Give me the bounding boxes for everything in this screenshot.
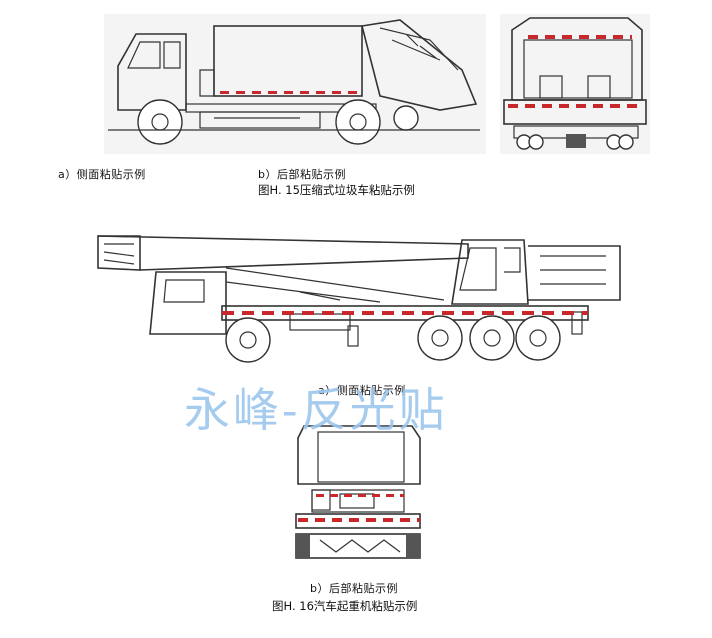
reflective-strip-segment (525, 104, 535, 108)
reflective-strip-segment (542, 104, 552, 108)
reflective-strip-segment (300, 91, 309, 94)
reflective-strip-segment (402, 311, 414, 315)
fig15-side-caption: a）侧面粘贴示例 (58, 168, 146, 181)
reflective-strip-segment (522, 311, 534, 315)
crane-truck-rear-reflective-strips (298, 494, 420, 522)
reflective-strip-segment (383, 518, 393, 522)
reflective-strip-segment (242, 311, 254, 315)
reflective-strip-segment (358, 494, 366, 497)
reflective-strip-segment (562, 35, 572, 39)
reflective-strip-segment (372, 494, 380, 497)
reflective-strip-segment (610, 104, 620, 108)
reflective-strip-segment (482, 311, 494, 315)
fig16-title: 图H. 16汽车起重机粘贴示例 (272, 599, 418, 613)
reflective-strip-segment (627, 104, 637, 108)
reflective-strip-segment (422, 311, 434, 315)
reflective-strip-segment (262, 311, 274, 315)
reflective-strip-segment (322, 311, 334, 315)
reflective-strip-segment (344, 494, 352, 497)
reflective-strip-segment (342, 311, 354, 315)
reflective-strip-segment (630, 35, 632, 39)
reflective-strip-segment (386, 494, 394, 497)
reflective-strip-segment (400, 518, 410, 522)
reflective-strip-segment (282, 311, 294, 315)
reflective-strip-segment (596, 35, 606, 39)
reflective-strip-segment (332, 518, 342, 522)
crane-truck-side-reflective-strips (222, 311, 588, 315)
crane-truck-side-drawing (97, 235, 621, 363)
reflective-strip-segment (236, 91, 245, 94)
watermark-text: 永峰-反光贴 (184, 383, 448, 437)
reflective-strip-segment (502, 311, 514, 315)
reflective-strip-segment (417, 518, 420, 522)
crane-truck-rear-drawing (295, 425, 421, 559)
garbage-truck-side-reflective-strips (220, 91, 357, 94)
fig16-rear-caption: b）后部粘贴示例 (310, 582, 398, 595)
reflective-strip-segment (348, 91, 357, 94)
reflective-strip-segment (576, 104, 586, 108)
reflective-strip-segment (582, 311, 588, 315)
reflective-strip-segment (252, 91, 261, 94)
fig15-rear-caption: b）后部粘贴示例 (258, 168, 346, 181)
reflective-strip-segment (316, 91, 325, 94)
reflective-strip-segment (332, 91, 341, 94)
reflective-strip-segment (559, 104, 569, 108)
reflective-strip-segment (462, 311, 474, 315)
reflective-strip-segment (220, 91, 229, 94)
reflective-strip-segment (579, 35, 589, 39)
reflective-strip-segment (613, 35, 623, 39)
reflective-strip-segment (545, 35, 555, 39)
garbage-truck-side-drawing (108, 19, 480, 145)
reflective-strip-segment (366, 518, 376, 522)
reflective-strip-segment (400, 494, 404, 497)
garbage-truck-rear-view (500, 14, 650, 154)
reflective-strip-segment (542, 311, 554, 315)
fig16-side-caption: a）侧面粘贴示例 (318, 384, 406, 397)
fig15-title: 图H. 15压缩式垃圾车粘贴示例 (258, 183, 415, 197)
reflective-strip-segment (298, 518, 308, 522)
reflective-strip-segment (349, 518, 359, 522)
reflective-strip-segment (528, 35, 538, 39)
reflective-strip-segment (593, 104, 603, 108)
reflective-strip-segment (382, 311, 394, 315)
reflective-strip-segment (508, 104, 518, 108)
reflective-strip-segment (302, 311, 314, 315)
reflective-strip-segment (316, 494, 324, 497)
reflective-strip-segment (330, 494, 338, 497)
reflective-strip-segment (222, 311, 234, 315)
reflective-strip-segment (315, 518, 325, 522)
reflective-strip-segment (362, 311, 374, 315)
reflective-strip-segment (442, 311, 454, 315)
garbage-truck-rear-reflective-strips (508, 35, 637, 108)
reflective-strip-segment (284, 91, 293, 94)
reflective-strip-segment (562, 311, 574, 315)
reflective-strip-segment (268, 91, 277, 94)
garbage-truck-rear-drawing (503, 17, 647, 150)
